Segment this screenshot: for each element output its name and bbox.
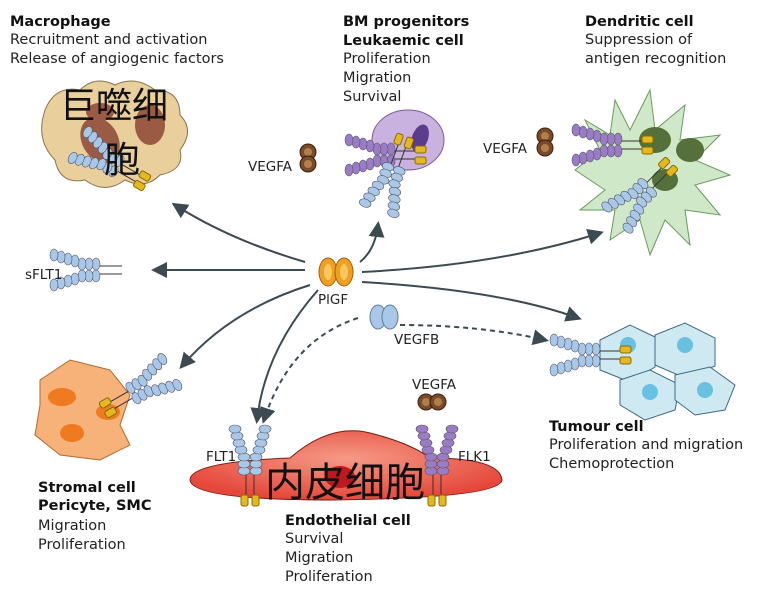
stromal-cells <box>34 359 131 461</box>
endothelial-effect: Proliferation <box>285 569 373 585</box>
flk1-label: FLK1 <box>458 449 491 465</box>
arrow <box>359 221 385 263</box>
bm-title: BM progenitors <box>343 14 469 30</box>
macrophage-overlay-text: 胞 <box>104 140 140 181</box>
stromal-title: Pericyte, SMC <box>38 498 151 514</box>
endothelial-cell <box>189 430 503 501</box>
endothelial-title: Endothelial cell <box>285 513 411 529</box>
endothelial-effect: Migration <box>285 550 353 566</box>
tumour-receptor <box>549 333 632 377</box>
tumour-cells <box>599 322 736 421</box>
macrophage-effect: Recruitment and activation <box>10 32 207 48</box>
macrophage-title: Macrophage <box>10 14 111 30</box>
stromal-title: Stromal cell <box>38 480 136 496</box>
bm-receptor-flt1 <box>359 132 414 218</box>
macrophage-effect: Release of angiogenic factors <box>10 51 224 67</box>
tumour-effect: Chemoprotection <box>549 456 674 472</box>
bm-effect: Proliferation <box>343 51 431 67</box>
vegfa-label: VEGFA <box>248 159 293 175</box>
bm-effect: Survival <box>343 89 401 105</box>
dashed-arrow <box>260 317 359 424</box>
dashed-arrow <box>399 324 549 346</box>
arrow <box>171 202 306 263</box>
dendritic-receptor-flt1 <box>601 157 678 234</box>
vegfa-dimer <box>417 393 447 411</box>
vegfa-label: VEGFA <box>412 377 457 393</box>
bm-title: Leukaemic cell <box>343 33 464 49</box>
tumour-title: Tumour cell <box>549 419 644 435</box>
stromal-effect: Proliferation <box>38 537 126 553</box>
stromal-receptor <box>98 353 183 419</box>
sflt1-soluble-receptor <box>49 248 122 292</box>
arrow <box>361 229 604 273</box>
arrow <box>250 289 319 424</box>
bm-receptor-vegfa <box>344 133 427 177</box>
macrophage-overlay-text: 巨噬细 <box>60 86 168 127</box>
vegfa-dimer <box>299 143 317 173</box>
vegfb-dimer <box>369 304 399 330</box>
dendritic-cell <box>574 88 732 257</box>
macrophage-receptor <box>67 126 152 192</box>
tumour-effect: Proliferation and migration <box>549 437 743 453</box>
flt1-label: FLT1 <box>206 449 236 465</box>
dendritic-effect: Suppression of <box>585 32 693 48</box>
plgf-label: PlGF <box>318 292 348 308</box>
dendritic-effect: antigen recognition <box>585 51 726 67</box>
dendritic-receptor-vegfa <box>571 123 654 167</box>
vegfa-dimer <box>536 127 554 157</box>
arrow <box>179 284 311 370</box>
vegfb-label: VEGFB <box>394 332 439 348</box>
bm-effect: Migration <box>343 70 411 86</box>
vegfa-label: VEGFA <box>483 141 528 157</box>
endothelial-effect: Survival <box>285 531 343 547</box>
arrow <box>361 281 582 322</box>
dendritic-title: Dendritic cell <box>585 14 694 30</box>
flt1-receptor <box>228 424 272 507</box>
flk1-receptor <box>415 424 459 507</box>
endothelial-overlay-text: 内皮细胞 <box>265 460 425 506</box>
plgf-dimer <box>318 257 354 287</box>
sflt1-label: sFLT1 <box>25 267 62 283</box>
stromal-effect: Migration <box>38 518 106 534</box>
